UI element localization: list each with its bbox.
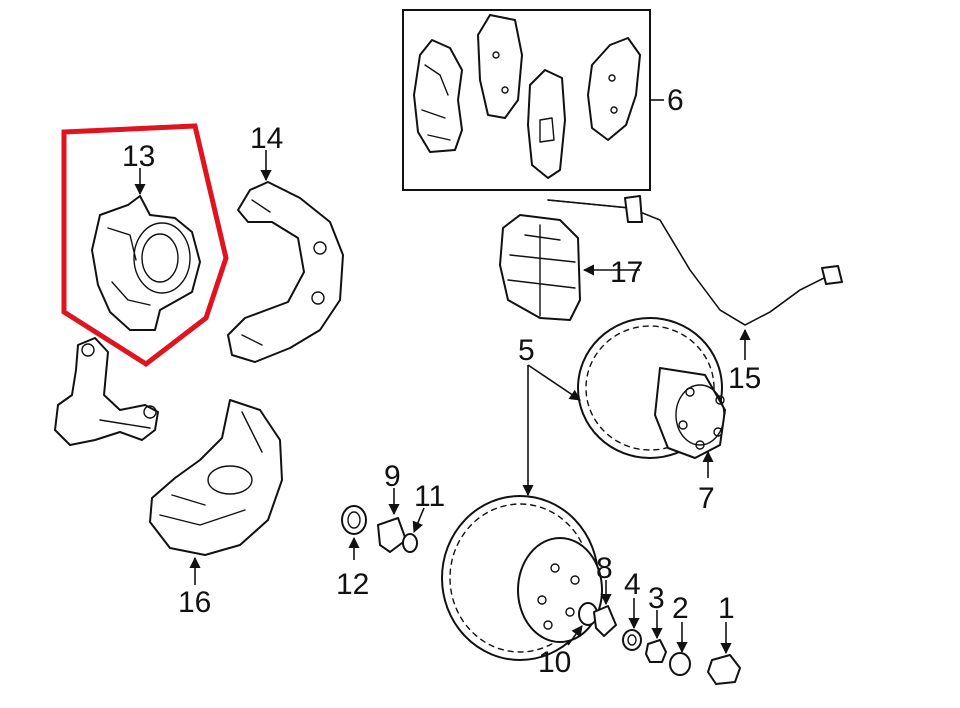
inner-bearing[interactable] xyxy=(377,488,407,553)
callout-4: 4 xyxy=(624,568,641,601)
callout-5: 5 xyxy=(518,334,535,367)
steering-knuckle xyxy=(54,337,159,446)
callout-13: 13 xyxy=(122,140,155,173)
callout-3: 3 xyxy=(648,582,665,615)
nut[interactable] xyxy=(645,610,667,663)
inner-race[interactable] xyxy=(402,507,425,553)
callout-6: 6 xyxy=(667,84,684,117)
cotter-pin[interactable] xyxy=(669,622,691,676)
dust-shield[interactable] xyxy=(149,399,283,585)
callout-7: 7 xyxy=(698,482,715,515)
callout-14: 14 xyxy=(250,122,283,155)
callout-9: 9 xyxy=(384,460,401,493)
brake-pad-set[interactable] xyxy=(402,9,664,191)
callout-17: 17 xyxy=(610,256,643,289)
callout-16: 16 xyxy=(178,586,211,619)
rotor-lower[interactable] xyxy=(441,495,603,661)
caliper[interactable] xyxy=(61,123,229,368)
callout-11: 11 xyxy=(414,480,445,513)
callout-1: 1 xyxy=(718,592,735,625)
outer-bearing[interactable] xyxy=(593,580,617,637)
dust-cap[interactable] xyxy=(707,622,741,685)
highlight-outline xyxy=(61,123,229,368)
brake-hose[interactable] xyxy=(547,195,843,360)
callout-8: 8 xyxy=(596,552,613,585)
callout-12: 12 xyxy=(336,568,369,601)
seal[interactable] xyxy=(341,505,367,560)
caliper-bracket[interactable] xyxy=(227,181,344,363)
anti-rattle-clip[interactable] xyxy=(499,214,640,321)
callout-15: 15 xyxy=(728,362,761,395)
rotor-upper[interactable] xyxy=(577,317,726,459)
callout-2: 2 xyxy=(672,592,689,625)
washer[interactable] xyxy=(622,598,642,651)
callout-10: 10 xyxy=(538,646,571,679)
